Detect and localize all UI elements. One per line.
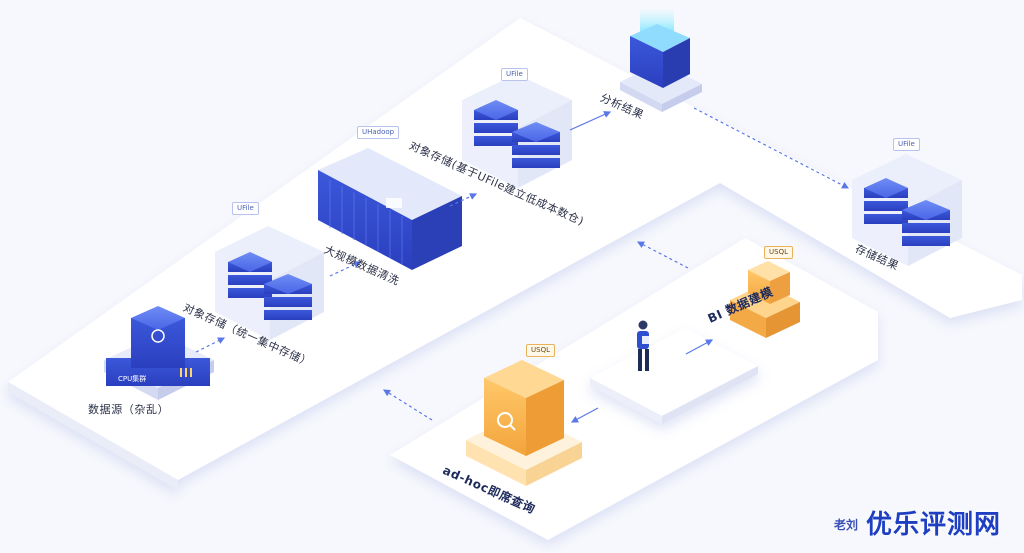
tag-usql-adhoc: USQL [526, 344, 555, 357]
object-storage-unified-block [215, 226, 324, 340]
bi-modeling-block [730, 261, 800, 338]
adhoc-query-block [466, 360, 582, 486]
tag-uhadoop: UHadoop [357, 126, 400, 139]
object-storage-warehouse-block [462, 74, 572, 188]
uhadoop-rack [318, 148, 462, 270]
flow-arrows [195, 107, 850, 423]
analysis-result-block [620, 8, 702, 112]
label-data-source: 数据源（杂乱） [88, 403, 170, 416]
cpu-cluster-block [104, 306, 214, 400]
cpu-cluster-label: CPU集群 [118, 375, 147, 383]
watermark-big: 优乐评测网 [866, 510, 1002, 540]
tag-usql-bi: USQL [764, 246, 793, 259]
storage-result-block [852, 154, 962, 266]
tag-ufile-2: UFile [501, 68, 528, 81]
watermark-small: 老刘 [834, 518, 859, 532]
bi-platform [590, 328, 758, 424]
upper-platform [8, 18, 1022, 490]
tag-ufile-1: UFile [232, 202, 259, 215]
tag-ufile-3: UFile [893, 138, 920, 151]
analyst-person [637, 320, 651, 371]
